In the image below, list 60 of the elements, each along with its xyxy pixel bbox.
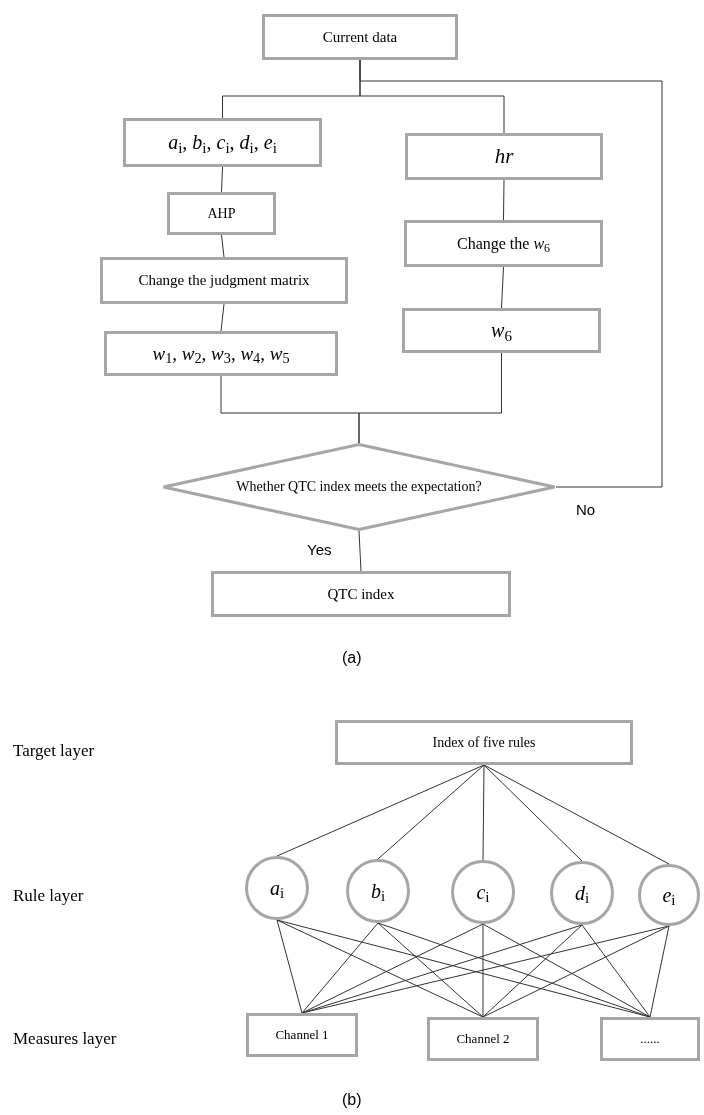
node-label: a$_{i}$ — [269, 875, 285, 901]
node-label: e$_{i}$ — [662, 882, 676, 908]
node-label: c$_{i}$ — [476, 879, 490, 905]
connector-line — [301, 922, 379, 1014]
node-label: hr — [494, 143, 514, 170]
connector-line — [483, 764, 670, 865]
process-box — [104, 331, 338, 376]
node-label: b$_{i}$ — [370, 878, 386, 904]
node-label: AHP — [207, 204, 236, 223]
node-label: Whether QTC index meets the expectation? — [236, 478, 482, 496]
connector-line — [482, 764, 485, 861]
panel-label: (a) — [342, 648, 362, 668]
connector-line — [501, 266, 504, 309]
connector-line — [581, 924, 651, 1018]
node-label: d$_{i}$ — [574, 880, 590, 906]
connector-line — [276, 919, 484, 1018]
connector-line — [358, 530, 362, 572]
connector-line — [649, 925, 670, 1018]
node-label: Channel 2 — [456, 1030, 510, 1048]
connector-line — [377, 922, 651, 1018]
connector-line — [482, 923, 484, 1018]
node-label: Current data — [322, 27, 398, 47]
panel-label: (b) — [342, 1090, 362, 1110]
connector-line — [358, 352, 502, 444]
process-box — [246, 1013, 358, 1057]
process-box — [600, 1017, 700, 1061]
process-box — [211, 571, 511, 617]
connector-line — [301, 923, 484, 1014]
connector-line — [359, 59, 663, 488]
layer-label: Measures layer — [13, 1028, 117, 1050]
node-label: w$_{6}$ — [491, 318, 512, 343]
connector-line — [503, 179, 505, 221]
process-box — [335, 720, 633, 765]
connector-line — [221, 234, 225, 258]
node-label: QTC index — [327, 584, 395, 604]
node-label: a$_{i}$, b$_{i}$, c$_{i}$, d$_{i}$, e$_{i}$ — [168, 130, 277, 155]
node-label: Channel 1 — [275, 1026, 329, 1044]
connector-line — [220, 303, 225, 332]
connector-line — [276, 764, 485, 857]
process-box — [262, 14, 458, 60]
process-box — [427, 1017, 539, 1061]
process-box — [402, 308, 601, 353]
connector-line — [377, 764, 485, 860]
node-label: w$_{1}$, w$_{2}$, w$_{3}$, w$_{4}$, w$_{5}$ — [152, 341, 290, 366]
node-label: Change the judgment matrix — [138, 271, 310, 290]
connector-line — [377, 922, 484, 1018]
process-box — [405, 133, 603, 180]
connector-line — [276, 919, 303, 1014]
node-label: ...... — [640, 1030, 660, 1048]
layer-label: Target layer — [13, 740, 95, 762]
layer-label: Rule layer — [13, 885, 84, 907]
connector-line — [483, 764, 583, 862]
process-box — [123, 118, 322, 167]
connector-line — [482, 924, 583, 1018]
node-label: Change the w$_{6}$ — [456, 233, 551, 254]
process-box — [167, 192, 276, 235]
process-box — [100, 257, 348, 304]
process-box — [404, 220, 603, 267]
connector-line — [221, 166, 223, 193]
node-label: Index of five rules — [432, 733, 536, 752]
